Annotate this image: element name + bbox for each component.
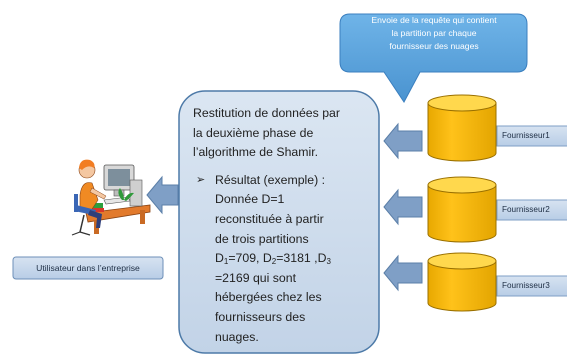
callout-line-1: Envoie de la requête qui contient — [371, 15, 497, 25]
d1-value: =709, D — [228, 251, 272, 266]
arrow-provider3-to-box — [383, 254, 423, 292]
restitution-line-1: Restitution de données par — [193, 106, 340, 120]
restitution-line-2: la deuxième phase de — [193, 125, 314, 140]
d1-subscript: 1 — [223, 257, 229, 267]
d3-subscript: 3 — [326, 257, 331, 267]
restitution-line-3: l’algorithme de Shamir. — [193, 145, 319, 160]
arrow-box-to-user — [146, 175, 179, 215]
result-line-5: D1=709, D2=3181 ,D3 — [215, 249, 367, 269]
provider1-label: Fournisseur1 — [502, 131, 550, 140]
result-line-4: de trois partitions — [215, 231, 309, 246]
result-line-8: fournisseurs des — [215, 309, 306, 324]
provider2-label: Fournisseur2 — [502, 205, 550, 214]
arrow-provider2-to-box — [383, 188, 423, 226]
callout-line-3: fournisseur des nuages — [389, 41, 479, 51]
user-label-box — [12, 256, 164, 280]
provider3-label-box — [496, 275, 567, 297]
result-line-7: hébergées chez les — [215, 290, 322, 305]
provider3-label: Fournisseur3 — [502, 281, 550, 290]
callout-line-2: la partition par chaque — [391, 28, 477, 38]
request-callout — [339, 13, 528, 103]
result-line-6: =2169 qui sont — [215, 270, 297, 285]
arrow-bullet-icon: ➢ — [196, 173, 206, 186]
d2-value: =3181 ,D — [276, 251, 327, 266]
database-cylinder-2-icon — [427, 176, 497, 243]
database-cylinder-3-icon — [427, 252, 497, 312]
result-line-1: Résultat (exemple) : — [215, 172, 326, 187]
callout-text: Envoie de la requête qui contient la par… — [345, 14, 523, 53]
database-cylinder-1-icon — [427, 94, 497, 162]
result-line-2: Donnée D=1 — [215, 192, 285, 207]
user-at-computer-icon — [71, 159, 151, 236]
restitution-box — [178, 90, 380, 354]
result-line-9: nuages. — [215, 329, 259, 344]
d1-prefix: D — [215, 251, 224, 266]
result-line-3: reconstituée à partir — [215, 211, 324, 226]
user-label: Utilisateur dans l’entreprise — [36, 263, 140, 273]
provider1-label-box — [496, 125, 567, 147]
restitution-text: Restitution de données par la deuxième p… — [179, 91, 379, 353]
provider2-label-box — [496, 199, 567, 221]
d2-subscript: 2 — [271, 257, 277, 267]
result-bullet: ➢ Résultat (exemple) : Donnée D=1 recons… — [193, 171, 367, 347]
arrow-provider1-to-box — [383, 122, 423, 160]
